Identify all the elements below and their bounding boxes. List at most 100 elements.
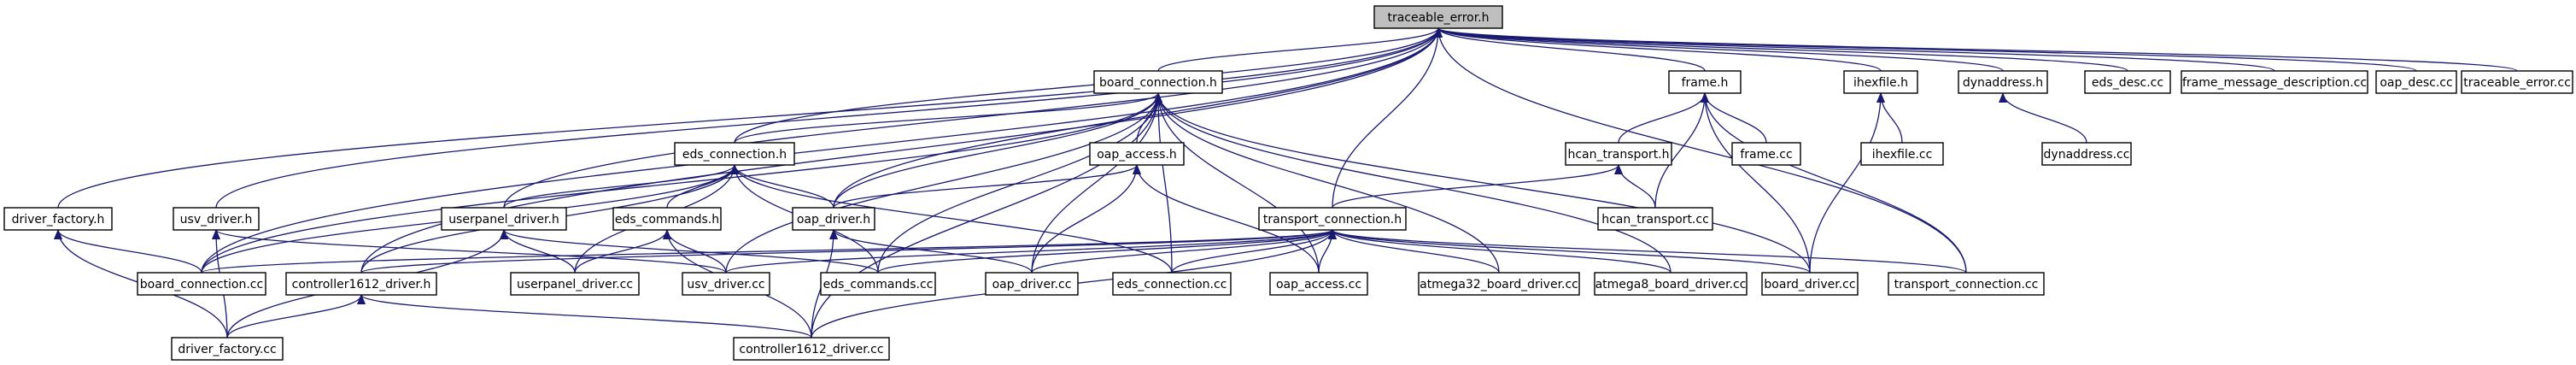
node-controller1612-driver-cc[interactable]: controller1612_driver.cc	[733, 337, 890, 361]
edge-board-driver-cc-to-transport-connection-h	[1328, 229, 1811, 274]
edge-transport-connection-cc-to-transport-connection-h	[1328, 229, 1967, 274]
node-box-eds-commands-cc	[820, 272, 936, 296]
edge-eds-commands-cc-to-transport-connection-h	[877, 229, 1337, 274]
edge-userpanel-driver-h-to-traceable-error-h	[503, 27, 1443, 209]
node-board-driver-cc[interactable]: board_driver.cc	[1761, 272, 1859, 296]
node-label-userpanel-driver-h: userpanel_driver.h	[448, 213, 559, 227]
node-box-eds-connection-cc	[1112, 272, 1232, 296]
edge-oap-access-cc-to-board-connection-h	[1154, 92, 1320, 274]
edge-usv-driver-cc-to-eds-commands-h	[663, 229, 727, 274]
node-label-transport-connection-h: transport_connection.h	[1263, 213, 1402, 227]
node-box-dynaddress-h	[1958, 70, 2048, 94]
node-box-oap-driver-h	[792, 207, 875, 231]
node-dynaddress-cc[interactable]: dynaddress.cc	[2041, 142, 2132, 166]
node-atmega8-board-driver-cc[interactable]: atmega8_board_driver.cc	[1594, 272, 1748, 296]
node-label-frame-cc: frame.cc	[1740, 148, 1792, 162]
node-oap-driver-cc[interactable]: oap_driver.cc	[985, 272, 1079, 296]
node-oap-driver-h[interactable]: oap_driver.h	[792, 207, 875, 231]
node-label-frame-h: frame.h	[1682, 76, 1729, 90]
node-box-frame-cc	[1731, 142, 1801, 166]
node-eds-desc-cc[interactable]: eds_desc.cc	[2084, 70, 2171, 94]
node-oap-access-cc[interactable]: oap_access.cc	[1269, 272, 1368, 296]
edge-board-driver-cc-to-ihexfile-h	[1809, 92, 1885, 274]
node-board-connection-h[interactable]: board_connection.h	[1093, 70, 1223, 94]
node-oap-access-h[interactable]: oap_access.h	[1089, 142, 1185, 166]
node-label-board-connection-cc: board_connection.cc	[140, 278, 263, 291]
edge-oap-driver-cc-to-oap-access-h	[1031, 164, 1141, 274]
node-label-atmega8-board-driver-cc: atmega8_board_driver.cc	[1595, 278, 1747, 291]
edge-usv-driver-cc-to-board-connection-h	[725, 92, 1162, 274]
node-box-board-connection-cc	[137, 272, 266, 296]
node-label-oap-driver-cc: oap_driver.cc	[992, 278, 1072, 291]
node-traceable-error-cc[interactable]: traceable_error.cc	[2461, 70, 2573, 94]
edge-ihexfile-cc-to-ihexfile-h	[1876, 92, 1903, 144]
edge-driver-factory-cc-to-controller1612-driver-h	[226, 294, 366, 339]
node-label-traceable-error-cc: traceable_error.cc	[2463, 76, 2571, 90]
node-eds-connection-h[interactable]: eds_connection.h	[674, 142, 795, 166]
node-oap-desc-cc[interactable]: oap_desc.cc	[2375, 70, 2457, 94]
node-frame-cc[interactable]: frame.cc	[1731, 142, 1801, 166]
node-label-oap-desc-cc: oap_desc.cc	[2380, 76, 2452, 90]
node-label-board-connection-h: board_connection.h	[1099, 76, 1217, 90]
edge-eds-commands-cc-to-board-connection-h	[877, 92, 1162, 274]
node-hcan-transport-h[interactable]: hcan_transport.h	[1565, 142, 1672, 166]
node-board-connection-cc[interactable]: board_connection.cc	[137, 272, 266, 296]
edge-dynaddress-cc-to-dynaddress-h	[1999, 92, 2087, 144]
node-transport-connection-cc[interactable]: transport_connection.cc	[1888, 272, 2045, 296]
edge-eds-commands-cc-to-userpanel-driver-h	[500, 229, 879, 274]
edge-userpanel-driver-h-to-eds-connection-h	[503, 164, 739, 209]
node-userpanel-driver-cc[interactable]: userpanel_driver.cc	[510, 272, 640, 296]
edge-board-connection-cc-to-traceable-error-h	[201, 27, 1443, 274]
node-userpanel-driver-h[interactable]: userpanel_driver.h	[441, 207, 567, 231]
edge-hcan-transport-cc-to-hcan-transport-h	[1614, 164, 1656, 209]
node-box-hcan-transport-cc	[1597, 207, 1713, 231]
edge-hcan-transport-h-to-frame-h	[1618, 92, 1709, 144]
node-hcan-transport-cc[interactable]: hcan_transport.cc	[1597, 207, 1713, 231]
node-driver-factory-h[interactable]: driver_factory.h	[3, 207, 113, 231]
node-frame-h[interactable]: frame.h	[1668, 70, 1742, 94]
node-box-board-connection-h	[1093, 70, 1223, 94]
node-box-oap-driver-cc	[985, 272, 1079, 296]
node-label-dynaddress-h: dynaddress.h	[1963, 76, 2043, 90]
node-usv-driver-cc[interactable]: usv_driver.cc	[682, 272, 770, 296]
edge-usv-driver-cc-to-transport-connection-h	[725, 229, 1337, 274]
node-box-userpanel-driver-h	[441, 207, 567, 231]
node-transport-connection-h[interactable]: transport_connection.h	[1258, 207, 1407, 231]
edge-driver-factory-h-to-traceable-error-h	[57, 27, 1443, 209]
node-driver-factory-cc[interactable]: driver_factory.cc	[171, 337, 284, 361]
edge-oap-driver-h-to-traceable-error-h	[833, 27, 1443, 209]
node-label-controller1612-driver-h: controller1612_driver.h	[292, 278, 431, 291]
node-ihexfile-cc[interactable]: ihexfile.cc	[1860, 142, 1944, 166]
node-frame-message-description-cc[interactable]: frame_message_description.cc	[2181, 70, 2368, 94]
edge-board-connection-cc-to-transport-connection-h	[201, 229, 1337, 274]
node-ihexfile-h[interactable]: ihexfile.h	[1843, 70, 1918, 94]
node-box-frame-h	[1668, 70, 1742, 94]
node-label-atmega32-board-driver-cc: atmega32_board_driver.cc	[1420, 278, 1578, 291]
edge-ihexfile-h-to-traceable-error-h	[1434, 27, 1882, 72]
node-dynaddress-h[interactable]: dynaddress.h	[1958, 70, 2048, 94]
node-box-oap-access-cc	[1269, 272, 1368, 296]
node-label-traceable-error-h: traceable_error.h	[1387, 11, 1489, 25]
edge-hcan-transport-cc-to-frame-h	[1654, 92, 1709, 209]
node-label-eds-connection-h: eds_connection.h	[682, 148, 787, 162]
node-label-dynaddress-cc: dynaddress.cc	[2044, 148, 2130, 162]
edge-atmega32-board-driver-cc-to-board-connection-h	[1154, 92, 1500, 274]
node-traceable-error-h[interactable]: traceable_error.h	[1373, 5, 1503, 29]
node-box-transport-connection-cc	[1888, 272, 2045, 296]
edge-transport-connection-h-to-hcan-transport-h	[1332, 164, 1623, 209]
node-eds-commands-cc[interactable]: eds_commands.cc	[820, 272, 936, 296]
node-box-controller1612-driver-cc	[733, 337, 890, 361]
node-box-atmega8-board-driver-cc	[1594, 272, 1748, 296]
node-label-usv-driver-h: usv_driver.h	[180, 213, 253, 227]
node-usv-driver-h[interactable]: usv_driver.h	[173, 207, 260, 231]
node-atmega32-board-driver-cc[interactable]: atmega32_board_driver.cc	[1418, 272, 1580, 296]
edge-userpanel-driver-cc-to-eds-commands-h	[574, 229, 671, 274]
node-eds-commands-h[interactable]: eds_commands.h	[612, 207, 722, 231]
node-label-ihexfile-cc: ihexfile.cc	[1872, 148, 1933, 162]
edge-userpanel-driver-cc-to-userpanel-driver-h	[500, 229, 576, 274]
edge-eds-connection-h-to-board-connection-h	[734, 92, 1162, 144]
node-label-eds-connection-cc: eds_connection.cc	[1117, 278, 1227, 291]
node-label-board-driver-cc: board_driver.cc	[1764, 278, 1855, 291]
node-controller1612-driver-h[interactable]: controller1612_driver.h	[285, 272, 437, 296]
node-eds-connection-cc[interactable]: eds_connection.cc	[1112, 272, 1232, 296]
